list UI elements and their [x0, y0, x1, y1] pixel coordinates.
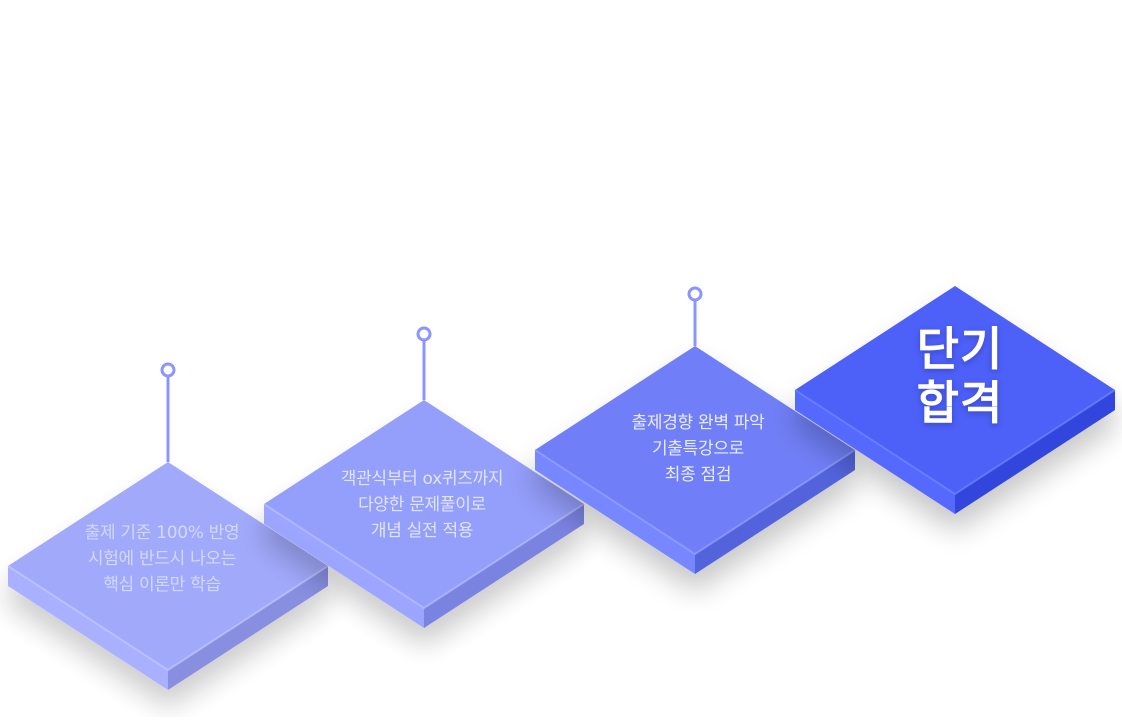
goal-text: 단기 합격 — [880, 322, 1040, 430]
goal-edge-highlight — [794, 389, 1116, 496]
goal-tile — [794, 286, 1116, 514]
step-1-pin — [160, 362, 176, 462]
step-3-line-2: 기출특강으로 — [651, 439, 745, 459]
step-1-left-face — [8, 566, 168, 690]
step-2-tile — [263, 400, 585, 628]
step-1-pin-dot — [160, 362, 176, 378]
step-1-line-2: 시험에 반드시 나오는 — [87, 549, 237, 569]
step-3-line-3: 최종 점검 — [664, 465, 732, 485]
step-3-pin-dot — [687, 286, 703, 302]
step-2-edge-highlight — [263, 503, 585, 610]
step-2-line-1: 객관식부터 ox퀴즈까지 — [340, 469, 504, 489]
step-3-pin — [687, 286, 703, 346]
goal-right-face — [955, 390, 1115, 514]
step-2-left-face — [264, 504, 424, 628]
goal-left-face — [795, 390, 955, 514]
step-2-right-face — [424, 504, 584, 628]
step-3-text: 출제경향 완벽 파악 기출특강으로 최종 점검 — [578, 410, 818, 488]
step-2-pin-dot — [416, 326, 432, 342]
step-1-tile — [7, 462, 329, 690]
step-2-text: 객관식부터 ox퀴즈까지 다양한 문제풀이로 개념 실전 적용 — [302, 466, 542, 544]
step-3-right-face — [695, 450, 855, 574]
step-2-line-2: 다양한 문제풀이로 — [358, 495, 486, 515]
step-2-line-3: 개념 실전 적용 — [370, 521, 474, 541]
step-1-edge-highlight — [7, 565, 329, 672]
step-1-text: 출제 기준 100% 반영 시험에 반드시 나오는 핵심 이론만 학습 — [42, 520, 282, 598]
step-3-line-1: 출제경향 완벽 파악 — [631, 413, 765, 433]
goal-line-2: 합격 — [916, 376, 1004, 430]
step-3-tile — [534, 346, 856, 574]
step-1-line-3: 핵심 이론만 학습 — [103, 575, 221, 595]
step-3-left-face — [535, 450, 695, 574]
step-3-edge-highlight — [534, 449, 856, 556]
step-2-pin — [416, 326, 432, 400]
goal-line-1: 단기 — [916, 322, 1004, 376]
step-1-line-1: 출제 기준 100% 반영 — [84, 523, 240, 543]
step-1-right-face — [168, 566, 328, 690]
